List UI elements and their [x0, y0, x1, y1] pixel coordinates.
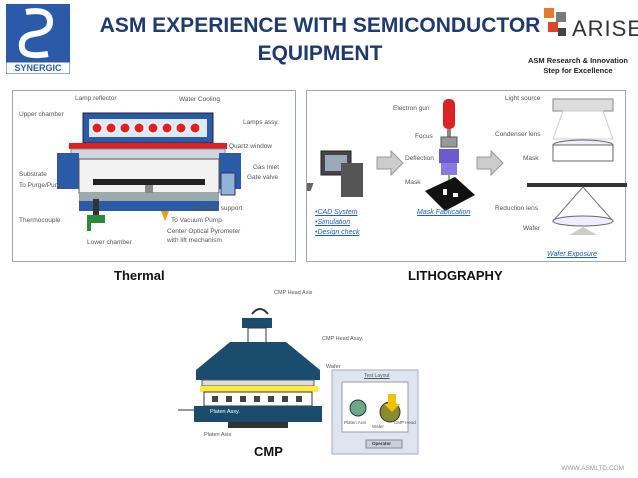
footer-website: WWW.ASMLTD.COM — [561, 465, 624, 472]
litho-electron-gun: Electron gun — [393, 105, 430, 112]
cmp-operator: Operator — [372, 441, 392, 446]
litho-mask: Mask — [405, 179, 421, 186]
page-title: ASM EXPERIENCE WITH SEMICONDUCTOR EQUIPM… — [99, 14, 541, 65]
asm-tagline: ASM Research & Innovation Step for Excel… — [522, 56, 634, 76]
arise-text: ARISE — [572, 16, 638, 41]
litho-cad-link[interactable]: •CAD System — [315, 209, 358, 216]
litho-wafer: Wafer — [523, 225, 541, 232]
cmp-caption: CMP — [254, 444, 283, 459]
litho-simulation-link[interactable]: •Simulation — [315, 219, 351, 226]
thermal-center-pyro: Center Optical Pyrometer — [167, 228, 241, 235]
litho-focus: Focus — [415, 133, 433, 140]
cmp-diagram: CMP Head Axis CMP Head Assy. Wafer Plate… — [174, 286, 424, 456]
synergic-logo: SYNERGIC — [5, 4, 71, 75]
cmp-inset-wafer: Wafer — [372, 424, 384, 429]
litho-mask-fab-link[interactable]: Mask Fabrication — [417, 209, 471, 216]
litho-condenser-lens: Condenser lens — [495, 131, 541, 138]
cmp-wafer: Wafer — [326, 364, 341, 370]
thermal-caption: Thermal — [114, 268, 165, 283]
cmp-head-axis: CMP Head Axis — [274, 290, 313, 296]
thermal-quartz-window: Quartz window — [229, 143, 272, 150]
thermal-thermocouple: Thermocouple — [19, 217, 61, 224]
litho-caption: LITHOGRAPHY — [408, 268, 503, 283]
thermal-lower-chamber: Lower chamber — [87, 239, 132, 246]
thermal-substrate: Substrate — [19, 171, 47, 178]
thermal-gate-valve: Gate valve — [247, 174, 279, 181]
litho-reduction-lens: Reduction lens — [495, 205, 538, 212]
thermal-lift: with lift mechanism — [167, 237, 222, 244]
thermal-upper-chamber: Upper chamber — [19, 111, 64, 118]
thermal-to-purge: To Purge/Pump — [19, 182, 64, 189]
cmp-platen-assy: Platen Assy. — [210, 409, 240, 415]
cmp-head-assy: CMP Head Assy. — [322, 336, 364, 342]
cmp-platen-axis: Platen Axis — [204, 432, 232, 438]
litho-panel: Electron gun Focus Deflection Mask Light… — [306, 90, 627, 262]
asm-line1: ASM Research & Innovation — [527, 56, 629, 65]
cmp-inset-platen-axis: Platen Axis — [344, 420, 367, 425]
thermal-water-cooling: Water Cooling — [179, 96, 220, 103]
thermal-substrate-support: Substrate support — [191, 205, 243, 212]
thermal-lamp-reflector: Lamp reflector — [75, 95, 117, 102]
cmp-test-layout: Test Layout — [364, 373, 390, 379]
thermal-lamps-assy: Lamps assy. — [243, 119, 280, 126]
litho-deflection: Deflection — [405, 155, 434, 162]
thermal-to-vacuum: To Vacuum Pump — [171, 217, 222, 224]
arise-logo: ARISE — [538, 4, 638, 56]
cmp-inset-head: CMP Head — [394, 420, 416, 425]
litho-design-check-link[interactable]: •Design check — [315, 229, 360, 236]
litho-light-source: Light source — [505, 95, 541, 102]
thermal-gas-inlet: Gas Inlet — [253, 164, 280, 171]
litho-wafer-exposure-link[interactable]: Wafer Exposure — [547, 251, 598, 258]
synergic-text: SYNERGIC — [14, 63, 62, 73]
thermal-panel: Lamp reflector Water Cooling Upper chamb… — [12, 90, 296, 262]
litho-mask-2: Mask — [523, 155, 539, 162]
asm-line2: Step for Excellence — [543, 66, 613, 75]
